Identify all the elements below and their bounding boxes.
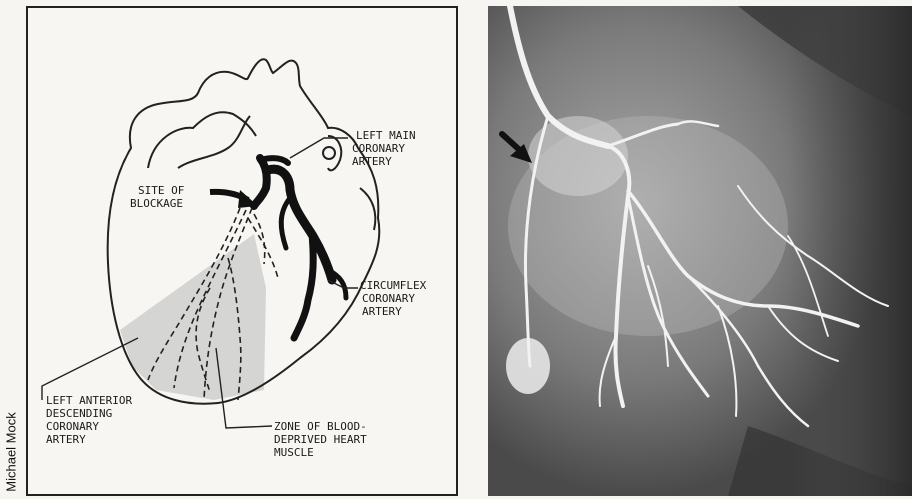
aorta-outline [148, 112, 256, 168]
circumflex-branch-1 [294, 234, 313, 338]
label-left-main-3: ARTERY [352, 155, 392, 168]
label-zone-3: MUSCLE [274, 446, 314, 459]
pulmonary-outline [178, 116, 250, 168]
angiogram-photo [488, 6, 912, 496]
heart-diagram: LEFT MAIN CORONARY ARTERY SITE OF BLOCKA… [28, 8, 456, 494]
label-blockage-2: BLOCKAGE [130, 197, 183, 210]
label-lad-4: ARTERY [46, 433, 86, 446]
label-zone-1: ZONE OF BLOOD- [274, 420, 367, 433]
label-circumflex-1: CIRCUMFLEX [360, 279, 427, 292]
label-lad-2: DESCENDING [46, 407, 112, 420]
label-circumflex-2: CORONARY [362, 292, 415, 305]
credit-text: Michael Mock [4, 412, 19, 491]
angiogram-image [488, 6, 912, 496]
heart-diagram-panel: LEFT MAIN CORONARY ARTERY SITE OF BLOCKA… [26, 6, 458, 496]
right-bulge-outline [360, 188, 375, 230]
photo-credit: Michael Mock [0, 0, 22, 499]
label-lad-3: CORONARY [46, 420, 99, 433]
label-blockage-1: SITE OF [138, 184, 184, 197]
label-circumflex-3: ARTERY [362, 305, 402, 318]
blood-deprived-zone [120, 234, 266, 400]
label-left-main-1: LEFT MAIN [356, 129, 416, 142]
label-left-main-2: CORONARY [352, 142, 405, 155]
circumflex-branch-2 [281, 198, 290, 248]
circumflex-artery [268, 169, 332, 280]
label-lad-1: LEFT ANTERIOR [46, 394, 132, 407]
label-zone-2: DEPRIVED HEART [274, 433, 367, 446]
vessel-loop [323, 147, 335, 159]
left-main-coronary-artery [254, 158, 267, 206]
